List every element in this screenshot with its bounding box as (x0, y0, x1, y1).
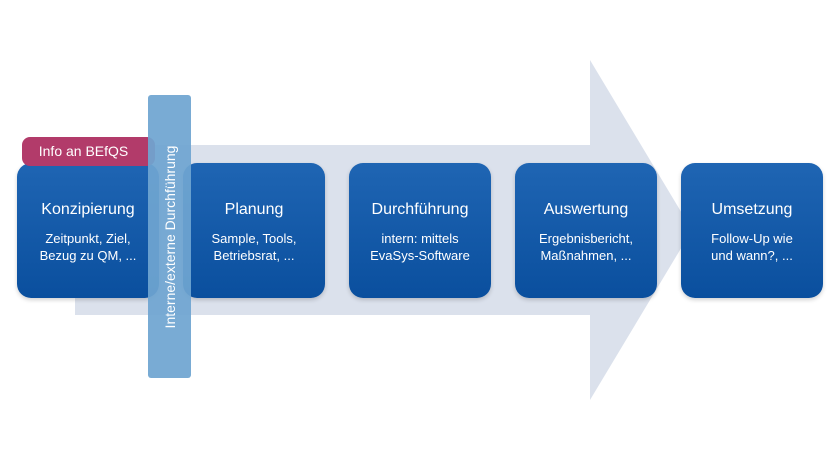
step-description: Zeitpunkt, Ziel, Bezug zu QM, ... (39, 231, 137, 263)
step-title: Durchführung (371, 201, 469, 218)
vertical-durchfuehrung-bar: Interne/externe Durchführung (148, 95, 191, 378)
step-title: Konzipierung (41, 201, 135, 218)
step-title: Auswertung (543, 201, 629, 218)
step-auswertung: Auswertung Ergebnisbericht, Maßnahmen, .… (515, 163, 657, 298)
step-konzipierung: Konzipierung Zeitpunkt, Ziel, Bezug zu Q… (17, 163, 159, 298)
step-description: Ergebnisbericht, Maßnahmen, ... (539, 231, 633, 263)
step-umsetzung: Umsetzung Follow-Up wie und wann?, ... (681, 163, 823, 298)
vertical-durchfuehrung-label: Interne/externe Durchführung (161, 145, 178, 328)
step-description: intern: mittels EvaSys-Software (370, 231, 470, 263)
step-title: Umsetzung (711, 201, 793, 218)
step-planung: Planung Sample, Tools, Betriebsrat, ... (183, 163, 325, 298)
step-description: Follow-Up wie und wann?, ... (711, 231, 793, 263)
step-durchfuehrung: Durchführung intern: mittels EvaSys-Soft… (349, 163, 491, 298)
step-description: Sample, Tools, Betriebsrat, ... (211, 231, 297, 263)
info-badge: Info an BEfQS (22, 137, 155, 166)
step-title: Planung (224, 201, 284, 218)
